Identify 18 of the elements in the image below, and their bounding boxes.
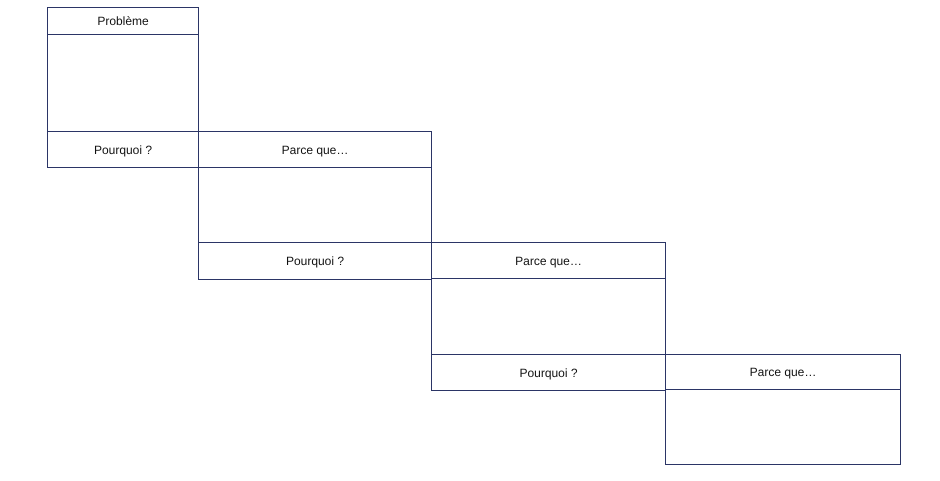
table-cell [47, 131, 199, 168]
table-cell [47, 7, 199, 35]
cell-label: Parce que… [750, 365, 816, 379]
cell-label: Pourquoi ? [286, 254, 344, 268]
empty-box [665, 389, 901, 465]
table-cell [198, 131, 432, 168]
empty-box [198, 167, 432, 243]
table-cell [431, 354, 666, 391]
cell-label: Pourquoi ? [94, 142, 152, 156]
table-cell [198, 242, 432, 280]
empty-box [431, 278, 666, 355]
cell-label: Pourquoi ? [519, 366, 578, 380]
cell-label: Problème [97, 14, 149, 28]
table-cell [665, 354, 901, 390]
empty-box [47, 34, 199, 132]
cell-label: Parce que… [515, 254, 582, 268]
cell-label: Parce que… [282, 142, 348, 156]
table-cell [431, 242, 666, 279]
